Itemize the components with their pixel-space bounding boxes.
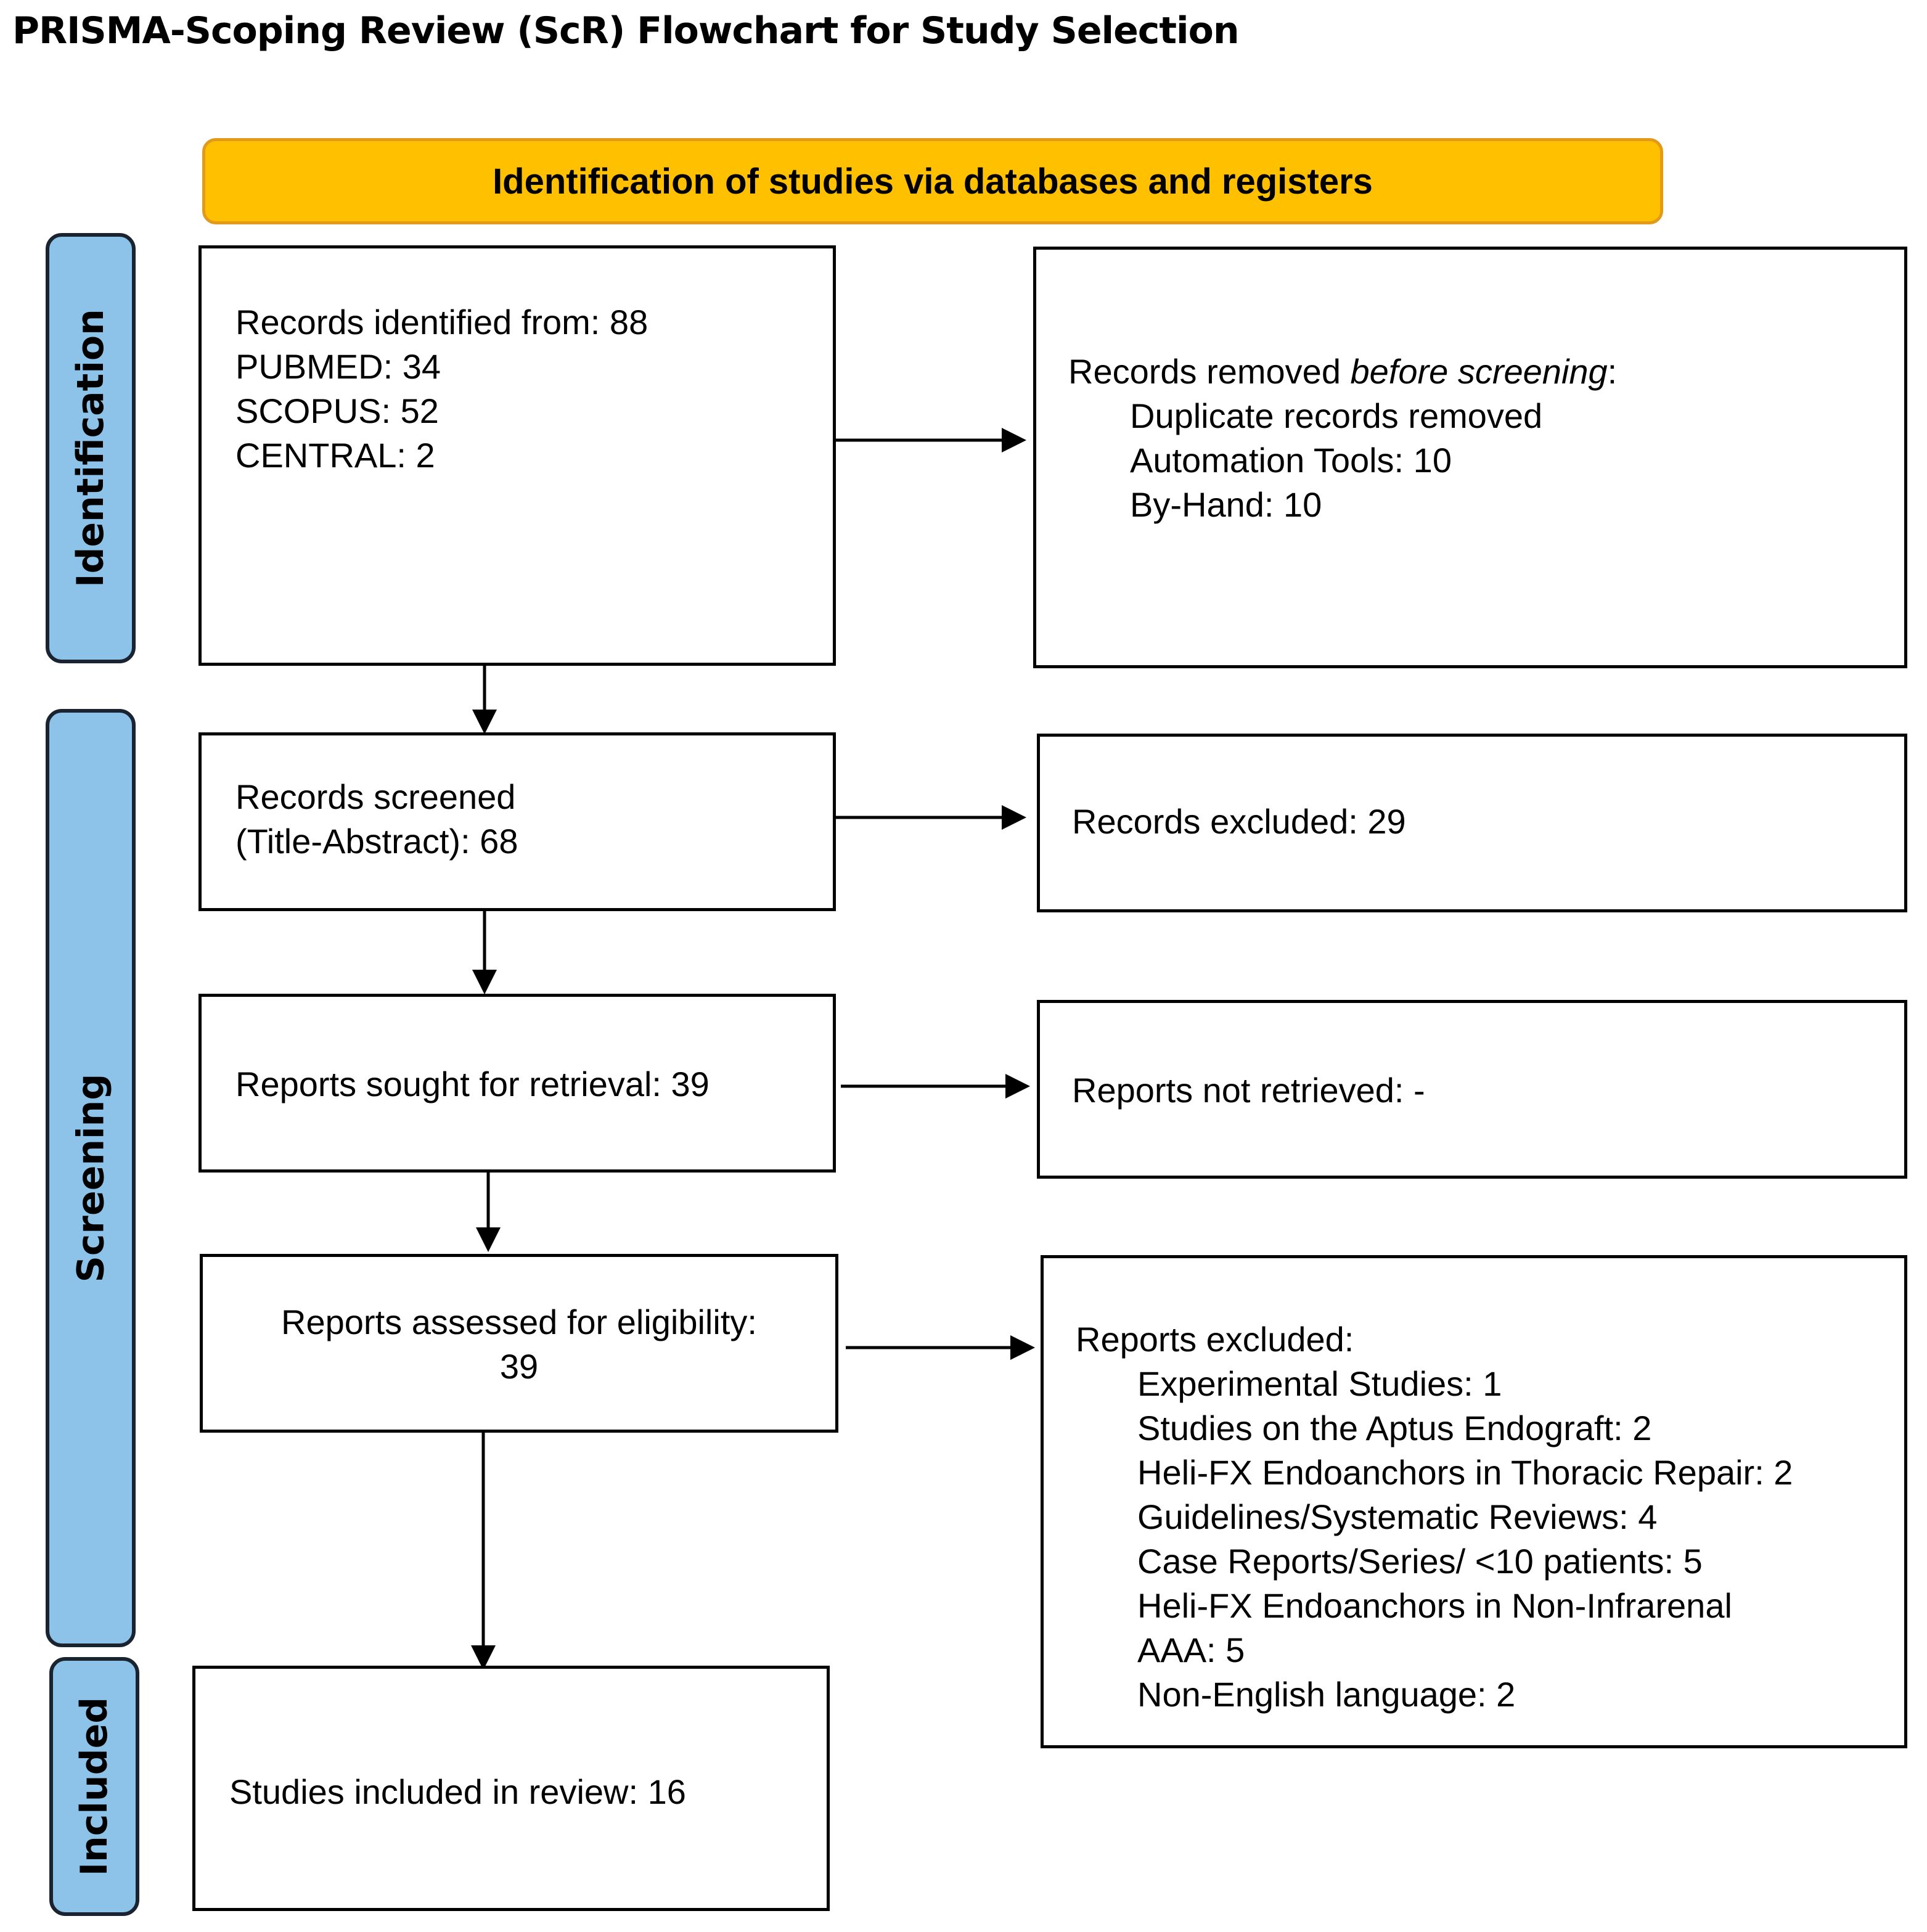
reports-sought-box: Reports sought for retrieval: 39 xyxy=(198,994,836,1173)
excluded-reason-thoracic: Heli-FX Endoanchors in Thoracic Repair: … xyxy=(1137,1453,1793,1492)
excluded-reason-non-infrarenal-cont: AAA: 5 xyxy=(1137,1631,1245,1669)
excluded-reason-non-infrarenal: Heli-FX Endoanchors in Non-Infrarenal xyxy=(1137,1586,1732,1625)
records-pubmed: PUBMED: 34 xyxy=(235,347,441,386)
records-screened-label: Records screened xyxy=(235,777,516,816)
studies-included-box: Studies included in review: 16 xyxy=(192,1666,830,1911)
reports-excluded-heading: Reports excluded: xyxy=(1076,1320,1354,1359)
records-central: CENTRAL: 2 xyxy=(235,436,435,475)
automation-tools-removed: Automation Tools: 10 xyxy=(1130,441,1452,480)
excluded-reason-aptus: Studies on the Aptus Endograft: 2 xyxy=(1137,1409,1652,1447)
records-identified-total: Records identified from: 88 xyxy=(235,303,648,342)
reports-excluded-box: Reports excluded: Experimental Studies: … xyxy=(1041,1255,1907,1748)
reports-not-retrieved-box: Reports not retrieved: - xyxy=(1037,1000,1907,1179)
records-excluded-box: Records excluded: 29 xyxy=(1037,734,1907,912)
excluded-reason-guidelines: Guidelines/Systematic Reviews: 4 xyxy=(1137,1497,1658,1536)
records-screened-box: Records screened (Title-Abstract): 68 xyxy=(198,732,836,911)
records-excluded-count: Records excluded: 29 xyxy=(1072,802,1406,841)
reports-sought-count: Reports sought for retrieval: 39 xyxy=(235,1065,710,1103)
records-scopus: SCOPUS: 52 xyxy=(235,391,439,430)
records-identified-box: Records identified from: 88 PUBMED: 34 S… xyxy=(198,245,836,666)
reports-assessed-count: 39 xyxy=(499,1347,539,1386)
excluded-reason-non-english: Non-English language: 2 xyxy=(1137,1675,1516,1714)
records-removed-box: Records removed before screening: Duplic… xyxy=(1033,247,1907,668)
duplicate-records-removed: Duplicate records removed xyxy=(1130,396,1543,435)
phase-included: Included xyxy=(49,1657,139,1916)
records-screened-count: (Title-Abstract): 68 xyxy=(235,822,518,861)
excluded-reason-experimental: Experimental Studies: 1 xyxy=(1137,1364,1502,1403)
excluded-reason-case-reports: Case Reports/Series/ <10 patients: 5 xyxy=(1137,1542,1703,1581)
banner-label: Identification of studies via databases … xyxy=(493,161,1373,202)
studies-included-count: Studies included in review: 16 xyxy=(229,1772,686,1811)
identification-banner: Identification of studies via databases … xyxy=(202,138,1663,224)
reports-assessed-box: Reports assessed for eligibility: 39 xyxy=(200,1254,838,1433)
diagram-title: PRISMA-Scoping Review (ScR) Flowchart fo… xyxy=(12,9,1240,52)
phase-identification: Identification xyxy=(46,233,136,663)
reports-not-retrieved-count: Reports not retrieved: - xyxy=(1072,1071,1425,1110)
records-removed-heading: Records removed before screening: xyxy=(1068,352,1618,391)
reports-assessed-label: Reports assessed for eligibility: xyxy=(281,1303,757,1341)
phase-screening: Screening xyxy=(46,709,136,1647)
by-hand-removed: By-Hand: 10 xyxy=(1130,485,1322,524)
